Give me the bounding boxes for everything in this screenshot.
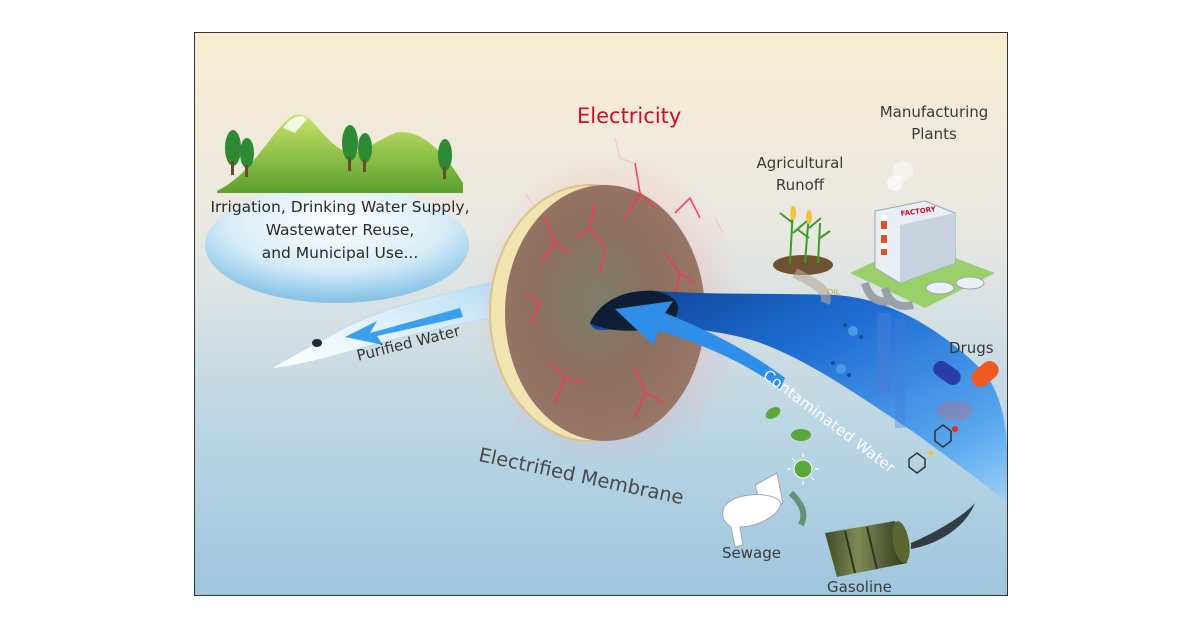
contaminated-arrow bbox=[615, 301, 785, 389]
molecule-icon bbox=[831, 323, 863, 377]
mountain-icon bbox=[217, 114, 463, 193]
manufacturing-plants-label: Manufacturing Plants bbox=[869, 101, 999, 145]
toilet-icon bbox=[722, 472, 807, 548]
contaminated-river bbox=[590, 290, 1007, 503]
reuse-landscape bbox=[205, 114, 469, 303]
manufacturing-label-line2: Plants bbox=[911, 125, 957, 143]
reuse-label-line1: Irrigation, Drinking Water Supply, bbox=[210, 198, 470, 216]
purified-water-stream bbox=[269, 280, 496, 370]
purified-arrow bbox=[345, 308, 463, 345]
electricity-label: Electricity bbox=[577, 104, 682, 128]
bacteria-icon bbox=[765, 407, 811, 441]
molecule-icon bbox=[908, 424, 958, 474]
reuse-label-line2: Wastewater Reuse, bbox=[265, 221, 415, 239]
pond bbox=[205, 187, 469, 303]
agricultural-runoff: OIL bbox=[773, 206, 841, 305]
stream-source bbox=[312, 339, 322, 347]
sewage-label: Sewage bbox=[722, 544, 781, 562]
diagram-scene: OIL FACTORY bbox=[195, 33, 1007, 595]
manufacturing-label-line1: Manufacturing bbox=[879, 103, 989, 121]
reuse-label-line3: and Municipal Use... bbox=[261, 244, 419, 262]
tree-icon bbox=[225, 125, 452, 179]
diagram-frame: OIL FACTORY bbox=[194, 32, 1008, 596]
oil-barrel-icon bbox=[825, 503, 975, 577]
drugs-label: Drugs bbox=[949, 339, 994, 357]
virus-icon bbox=[787, 453, 819, 485]
factory-icon: FACTORY bbox=[850, 161, 995, 428]
reuse-label: Irrigation, Drinking Water Supply, Waste… bbox=[205, 196, 475, 265]
lightning-crack-icon bbox=[524, 162, 701, 419]
agricultural-label-line1: Agricultural bbox=[756, 154, 844, 172]
agricultural-runoff-label: Agricultural Runoff bbox=[748, 152, 852, 196]
pill-icon bbox=[933, 360, 999, 421]
oil-label: OIL bbox=[827, 288, 841, 297]
gasoline-label: Gasoline bbox=[827, 578, 892, 596]
agricultural-label-line2: Runoff bbox=[775, 176, 825, 194]
